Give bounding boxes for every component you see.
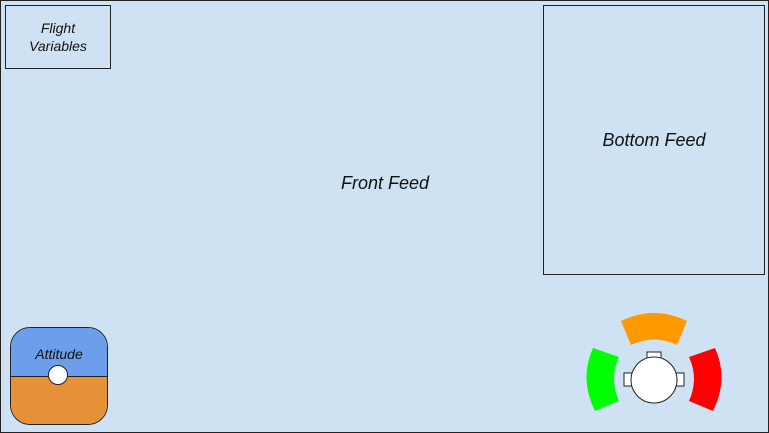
front-feed-label: Front Feed	[340, 173, 430, 193]
attitude-indicator: Attitude	[10, 327, 108, 425]
attitude-center-icon	[48, 365, 68, 385]
drone-proximity-widget	[586, 313, 722, 411]
drone-top-view-icon	[623, 351, 685, 404]
attitude-label: Attitude	[35, 346, 83, 362]
bottom-feed-label: Bottom Feed	[602, 129, 706, 150]
flight-variables-panel: Flight Variables	[5, 5, 111, 69]
right-sensor-arc	[689, 348, 722, 411]
left-sensor-arc	[586, 348, 619, 411]
bottom-feed-panel: Bottom Feed	[543, 5, 765, 275]
front-sensor-arc	[621, 313, 687, 345]
flight-variables-label: Flight Variables	[29, 20, 87, 54]
